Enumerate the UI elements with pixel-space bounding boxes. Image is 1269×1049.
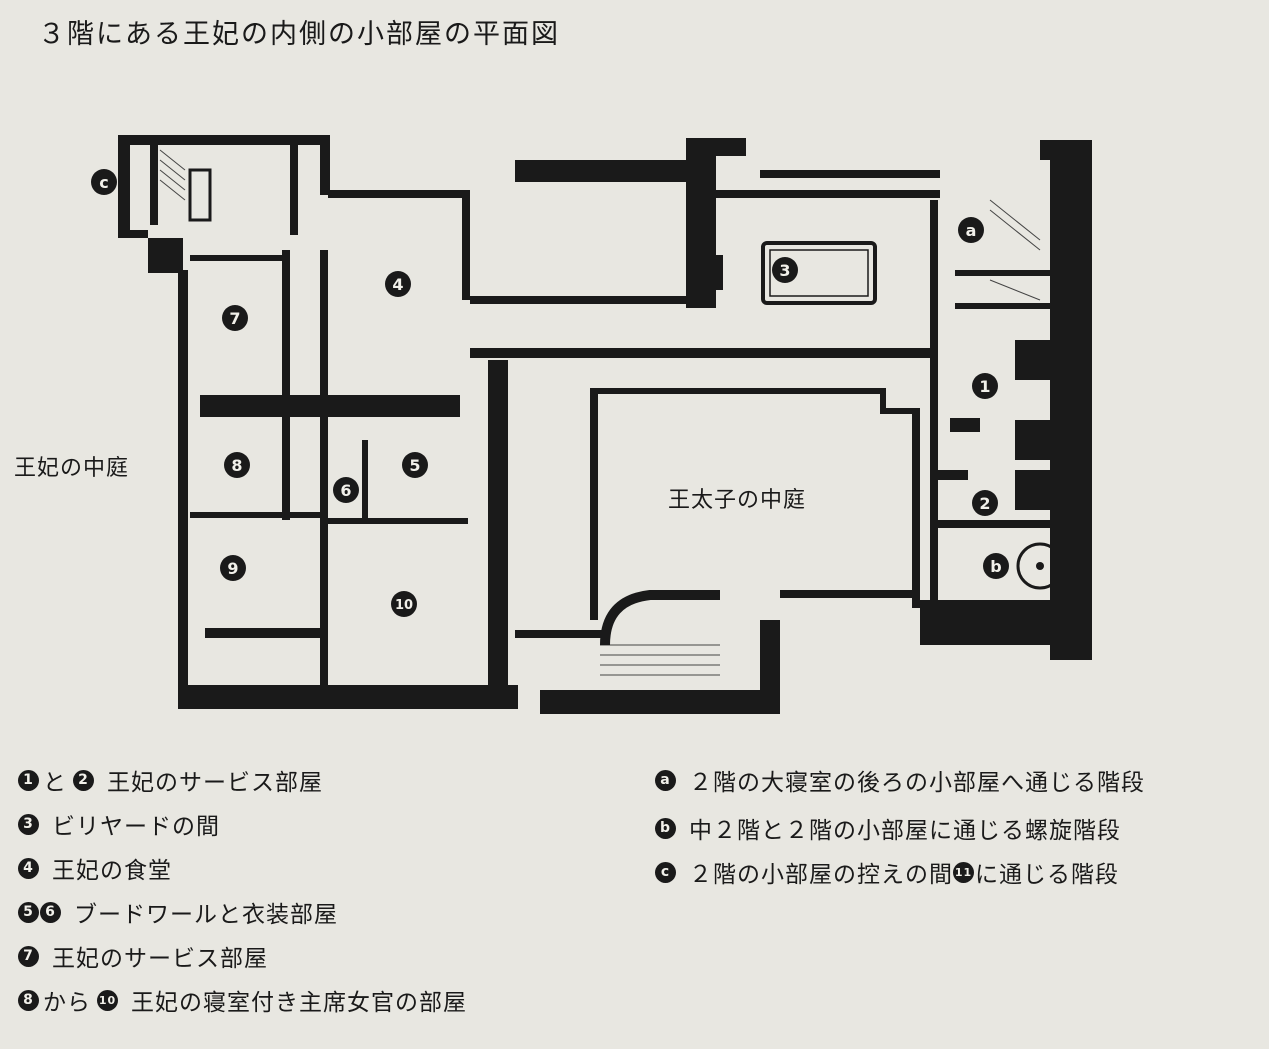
legend-joiner: から [43,990,91,1016]
stair-a-marker [958,217,984,243]
legend-text: 中２階と２階の小部屋に通じる螺旋階段 [689,818,1121,844]
legend-inline-badge: 11 [953,861,974,883]
legend-left-3: 4 王妃の食堂 [18,851,172,885]
legend-right-a: a ２階の大寝室の後ろの小部屋へ通じる階段 [655,763,1145,797]
legend-badge: 6 [40,901,61,923]
room-1-label: 1 [979,377,990,396]
legend-badge: 3 [18,813,39,835]
room-7-marker [222,305,248,331]
room-5-marker [402,452,428,478]
room-1-marker [972,373,998,399]
page-title: ３階にある王妃の内側の小部屋の平面図 [38,19,560,50]
legend-text: ブードワールと衣装部屋 [74,902,338,928]
legend-badge: 2 [73,769,94,791]
room-4-marker [385,271,411,297]
legend-badge: 5 [18,901,39,923]
floor-plan: 1 2 3 4 5 6 7 8 9 10 a b c [91,135,1092,714]
room-7-label: 7 [229,309,240,328]
room-2-marker [972,490,998,516]
legend-text: ビリヤードの間 [52,814,220,840]
room-6-label: 6 [340,481,351,500]
legend-badge: 7 [18,945,39,967]
legend-badge: 1 [18,769,39,791]
legend-text: 王妃の寝室付き主席女官の部屋 [131,990,467,1016]
room-8-label: 8 [231,456,242,475]
room-9-marker [220,555,246,581]
stair-b-marker [983,553,1009,579]
room-2-label: 2 [979,494,990,513]
room-8-marker [224,452,250,478]
room-10-marker [391,591,417,617]
legend-badge: 4 [18,857,39,879]
stair-c-label: c [99,173,108,192]
stair-a-label: a [966,221,977,240]
legend-badge: a [655,769,676,791]
room-4-label: 4 [392,275,403,294]
legend-badge: 10 [97,989,118,1011]
room-9-label: 9 [227,559,238,578]
legend-text: 王妃の食堂 [52,858,172,884]
legend-badge: c [655,861,676,883]
dauphin-courtyard-label: 王太子の中庭 [668,488,807,513]
legend-right-b: b 中２階と２階の小部屋に通じる螺旋階段 [655,811,1121,845]
room-3-marker [772,257,798,283]
legend-badge: b [655,817,676,839]
room-5-label: 5 [409,456,420,475]
stair-b-label: b [990,557,1001,576]
legend-badge: 8 [18,989,39,1011]
stair-c-marker [91,169,117,195]
legend-left-2: 3 ビリヤードの間 [18,807,220,841]
legend-left-5: 7 王妃のサービス部屋 [18,939,268,973]
room-6-marker [333,477,359,503]
legend-text: 王妃のサービス部屋 [107,770,323,796]
legend-text: に通じる階段 [975,862,1119,888]
legend-text: 王妃のサービス部屋 [52,946,268,972]
queen-courtyard-label: 王妃の中庭 [14,456,130,481]
room-10-label: 10 [395,598,413,613]
legend-text: ２階の小部屋の控えの間 [689,862,953,888]
room-3-label: 3 [779,261,790,280]
legend-text: ２階の大寝室の後ろの小部屋へ通じる階段 [689,770,1145,796]
legend-joiner: と [43,770,67,796]
